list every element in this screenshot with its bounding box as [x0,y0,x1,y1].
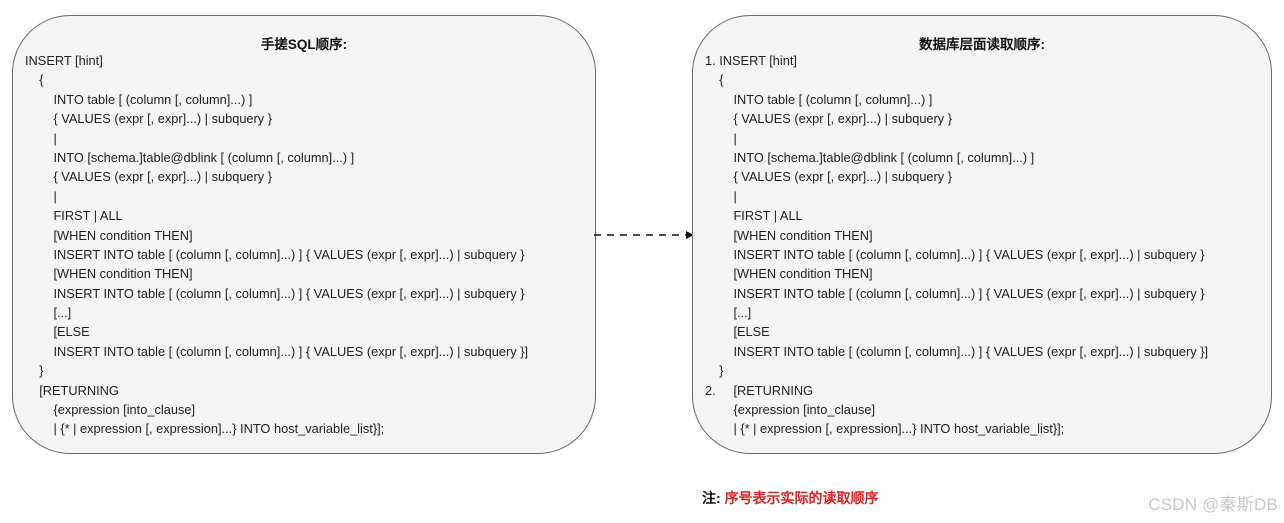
code-line: | [25,130,57,146]
note-text: 序号表示实际的读取顺序 [724,490,879,506]
handwritten-sql-order-box: 手搓SQL顺序: INSERT [hint] { INTO table [ (c… [12,15,596,454]
code-line: { VALUES (expr [, expr]...) | subquery } [25,169,273,185]
code-line: 1. INSERT [hint] [705,53,797,68]
code-line: [ELSE [25,324,90,340]
code-line: { [25,72,44,88]
code-line: INTO table [ (column [, column]...) ] [705,91,933,107]
left-code-lines: INSERT [hint] { INTO table [ (column [, … [25,51,528,439]
code-line: [...] [705,305,752,321]
code-line: FIRST | ALL [705,208,803,224]
code-line: | {* | expression [, expression]...} INT… [25,421,385,437]
left-box-title: 手搓SQL顺序: [260,37,348,52]
watermark: CSDN @秦斯DB [1148,495,1278,514]
code-line: [WHEN condition THEN] [705,227,873,243]
footnote: 注: 序号表示实际的读取顺序 [702,488,879,508]
arrowhead-icon [686,231,694,239]
code-line: INTO [schema.]table@dblink [ (column [, … [25,149,355,165]
code-line: | [705,130,737,146]
flow-arrow [594,231,694,239]
code-line: INSERT INTO table [ (column [, column]..… [25,343,529,359]
code-line: {expression [into_clause] [25,402,196,418]
code-line: { VALUES (expr [, expr]...) | subquery } [705,111,953,127]
code-line: INSERT INTO table [ (column [, column]..… [25,246,525,262]
code-line: INSERT [hint] [25,53,103,68]
right-box-title: 数据库层面读取顺序: [919,37,1045,52]
code-line: [RETURNING [25,382,119,398]
code-line: { VALUES (expr [, expr]...) | subquery } [705,169,953,185]
code-line: [...] [25,305,72,321]
code-line: [WHEN condition THEN] [705,266,873,282]
code-line: INSERT INTO table [ (column [, column]..… [25,285,525,301]
note-label: 注: [702,490,721,506]
right-code-lines: 1. INSERT [hint] { INTO table [ (column … [705,51,1208,439]
code-line: [WHEN condition THEN] [25,227,193,243]
code-line: INTO table [ (column [, column]...) ] [25,91,253,107]
code-line: INSERT INTO table [ (column [, column]..… [705,246,1205,262]
code-line: } [705,363,724,379]
code-line: INSERT INTO table [ (column [, column]..… [705,343,1209,359]
code-line: INTO [schema.]table@dblink [ (column [, … [705,149,1035,165]
code-line: { VALUES (expr [, expr]...) | subquery } [25,111,273,127]
code-line: } [25,363,44,379]
code-line: 2. [RETURNING [705,382,814,398]
code-line: [ELSE [705,324,770,340]
code-line: | [705,188,737,204]
code-line: { [705,72,724,88]
code-line: | [25,188,57,204]
code-line: FIRST | ALL [25,208,123,224]
code-line: {expression [into_clause] [705,402,876,418]
database-read-order-box: 数据库层面读取顺序: 1. INSERT [hint] { INTO table… [692,15,1272,454]
code-line: INSERT INTO table [ (column [, column]..… [705,285,1205,301]
code-line: [WHEN condition THEN] [25,266,193,282]
code-line: | {* | expression [, expression]...} INT… [705,421,1065,437]
